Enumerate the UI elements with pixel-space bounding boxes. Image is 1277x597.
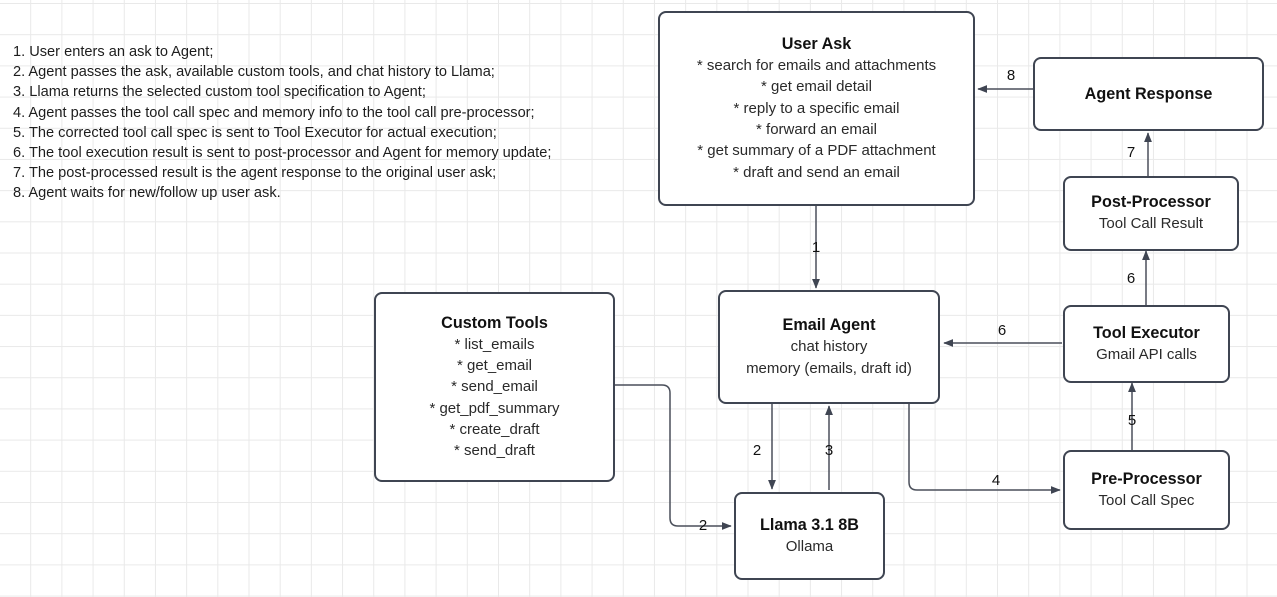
edge-2b-path: [615, 384, 732, 530]
legend-line: 7. The post-processed result is the agen…: [13, 165, 497, 182]
edge-label-6b: 6: [1126, 270, 1136, 287]
node-custom-tools-item: * get_pdf_summary: [429, 399, 560, 417]
node-tool-executor[interactable]: Tool Executor Gmail API calls: [1063, 305, 1230, 383]
node-agent-response-title: Agent Response: [1084, 84, 1213, 103]
edge-label-6a: 6: [997, 322, 1007, 339]
node-user-ask-item: * forward an email: [756, 121, 877, 138]
node-llama[interactable]: Llama 3.1 8B Ollama: [734, 492, 885, 580]
edge-label-3: 3: [824, 442, 834, 459]
edge-label-2b: 2: [698, 517, 708, 534]
legend-line: 8. Agent waits for new/follow up user as…: [13, 185, 281, 202]
edge-label-8: 8: [1006, 67, 1016, 84]
node-custom-tools-item: * create_draft: [449, 420, 540, 438]
node-user-ask-item: * reply to a specific email: [733, 99, 900, 117]
node-user-ask-item: * search for emails and attachments: [696, 57, 937, 75]
node-llama-title: Llama 3.1 8B: [760, 515, 859, 534]
node-email-agent[interactable]: Email Agent chat history memory (emails,…: [718, 290, 940, 404]
node-post-processor-item: Tool Call Result: [1098, 215, 1204, 233]
node-user-ask-item: * draft and send an email: [733, 163, 900, 181]
node-tool-executor-title: Tool Executor: [1093, 323, 1200, 342]
legend-steps: 1. User enters an ask to Agent; 2. Agent…: [13, 42, 643, 204]
legend-line: 6. The tool execution result is sent to …: [13, 145, 552, 162]
edge-label-7: 7: [1126, 144, 1136, 161]
edge-label-5: 5: [1127, 412, 1137, 429]
node-tool-executor-item: Gmail API calls: [1096, 345, 1197, 363]
edge-label-4: 4: [991, 472, 1001, 489]
edge-4-path: [908, 404, 1061, 494]
edge-label-1: 1: [811, 239, 821, 256]
edge-label-2a: 2: [752, 442, 762, 459]
node-post-processor[interactable]: Post-Processor Tool Call Result: [1063, 176, 1239, 251]
node-custom-tools-item: * get_email: [456, 356, 533, 374]
node-llama-item: Ollama: [785, 537, 834, 555]
node-pre-processor-title: Pre-Processor: [1091, 469, 1202, 488]
legend-line: 5. The corrected tool call spec is sent …: [13, 124, 497, 141]
node-user-ask-item: * get summary of a PDF attachment: [697, 142, 936, 160]
legend-line: 4. Agent passes the tool call spec and m…: [13, 104, 535, 121]
node-user-ask-item: * get email detail: [761, 78, 872, 96]
node-custom-tools-title: Custom Tools: [441, 313, 548, 332]
node-user-ask-title: User Ask: [781, 35, 852, 54]
node-email-agent-item: chat history: [790, 338, 868, 356]
node-email-agent-item: memory (emails, draft id): [746, 359, 912, 377]
node-email-agent-title: Email Agent: [782, 316, 876, 335]
node-user-ask[interactable]: User Ask * search for emails and attachm…: [658, 11, 975, 206]
legend-line: 1. User enters an ask to Agent;: [13, 44, 214, 60]
node-pre-processor[interactable]: Pre-Processor Tool Call Spec: [1063, 450, 1230, 530]
legend-line: 3. Llama returns the selected custom too…: [13, 84, 426, 101]
node-custom-tools[interactable]: Custom Tools * list_emails * get_email *…: [374, 292, 615, 482]
node-post-processor-title: Post-Processor: [1091, 193, 1211, 212]
node-pre-processor-item: Tool Call Spec: [1098, 491, 1195, 509]
legend-line: 2. Agent passes the ask, available custo…: [13, 64, 495, 81]
node-agent-response[interactable]: Agent Response: [1033, 57, 1264, 131]
node-custom-tools-item: * send_draft: [454, 442, 535, 460]
node-custom-tools-item: * send_email: [451, 378, 538, 396]
node-custom-tools-item: * list_emails: [454, 335, 535, 353]
